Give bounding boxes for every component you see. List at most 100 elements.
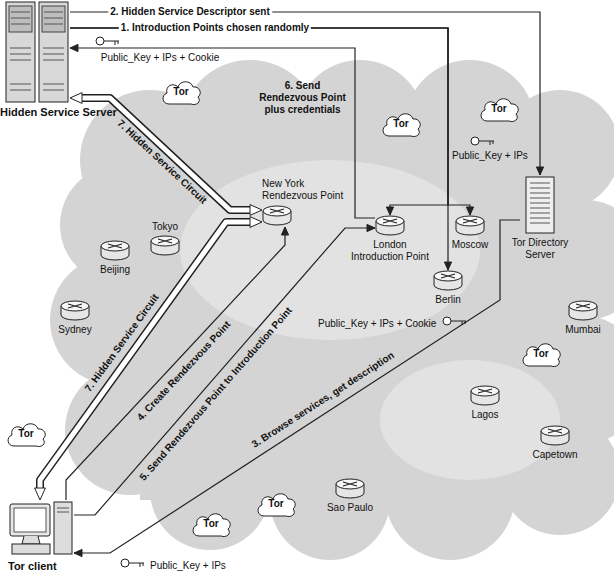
hidden-service-server: Hidden Service Server xyxy=(4,0,70,104)
arrow-line xyxy=(70,48,375,218)
router-node-icon xyxy=(470,385,500,407)
key-label: Public_Key + IPs xyxy=(150,560,226,572)
edge-label: 3. Browse services, get description xyxy=(248,348,398,451)
router-node: New York Rendezvous Point xyxy=(262,205,292,227)
arrow-head xyxy=(70,93,82,104)
tor-cloud: Tor xyxy=(380,110,422,138)
arrow-head xyxy=(466,207,473,215)
router-node-icon xyxy=(150,235,180,257)
edge-label: 7. Hidden Service Circuit xyxy=(81,290,162,396)
edge-label: Public_Key + IPs + Cookie xyxy=(99,52,221,64)
cloud-label: Tor xyxy=(203,518,218,530)
router-node-icon xyxy=(100,240,130,262)
edge-label: 4. Create Rendezvous Point xyxy=(133,317,234,424)
arrow-line xyxy=(70,28,470,215)
directory-server-icon xyxy=(520,175,560,235)
circuit-outline xyxy=(40,222,252,490)
circuit-arrow xyxy=(35,217,262,500)
arrow-head xyxy=(250,217,262,228)
router-node: London Introduction Point xyxy=(375,215,405,237)
router-node: Beijing xyxy=(100,240,130,262)
key-icon xyxy=(471,137,494,145)
router-node-icon xyxy=(375,215,405,237)
arrow-head xyxy=(35,488,46,500)
cloud-region xyxy=(50,60,614,560)
message-arrow xyxy=(74,224,375,515)
node-label: Mumbai xyxy=(565,324,601,336)
edge-label: 1. Introduction Points chosen randomly xyxy=(119,22,311,34)
arrow-head xyxy=(74,549,82,556)
arrow-head xyxy=(70,44,78,51)
node-label: Sao Paulo xyxy=(327,502,373,514)
client-computer-icon xyxy=(8,500,74,558)
arrow-head xyxy=(281,227,288,235)
cloud-label: Tor xyxy=(173,86,188,98)
router-node: Capetown xyxy=(540,425,570,447)
tor-cloud: Tor xyxy=(190,510,232,538)
router-node-icon xyxy=(568,300,598,322)
router-node: Moscow xyxy=(455,215,485,237)
router-node: Tokyo xyxy=(150,235,180,257)
cloud-label: Tor xyxy=(268,498,283,510)
key-icon xyxy=(121,559,144,567)
cloud-label: Tor xyxy=(393,118,408,130)
router-node-icon xyxy=(433,270,463,292)
router-node-icon xyxy=(335,478,365,500)
arrow-head xyxy=(444,262,451,270)
router-node-icon xyxy=(262,205,292,227)
cloud-label: Tor xyxy=(491,103,506,115)
router-node-icon xyxy=(60,300,90,322)
message-arrow xyxy=(70,28,474,215)
node-label: London Introduction Point xyxy=(346,239,434,263)
node-label: Tokyo xyxy=(152,221,178,233)
client-computer: Tor client xyxy=(8,500,74,558)
cloud-label: Tor xyxy=(18,428,33,440)
cloud-label: Tor xyxy=(533,348,548,360)
edge-label: 2. Hidden Service Descriptor sent xyxy=(108,6,272,18)
router-node-icon xyxy=(455,215,485,237)
arrow-line xyxy=(74,220,520,553)
message-arrow xyxy=(74,220,520,557)
node-label: Capetown xyxy=(532,449,577,461)
message-arrow xyxy=(70,28,452,270)
tor-cloud: Tor xyxy=(5,420,47,448)
key-label: Public_Key + IPs xyxy=(452,150,528,162)
key-label: Public_Key + IPs + Cookie xyxy=(318,318,436,330)
tor-cloud: Tor xyxy=(520,340,562,368)
arrow-line xyxy=(70,28,448,270)
message-arrow xyxy=(70,44,375,218)
router-node: Sao Paulo xyxy=(335,478,365,500)
tor-cloud: Tor xyxy=(255,490,297,518)
arrow-head xyxy=(536,167,543,175)
edge-label: 7. Hidden Service Circuit xyxy=(113,116,210,208)
tor-cloud: Tor xyxy=(478,95,520,123)
node-label: Sydney xyxy=(58,324,91,336)
node-label: Lagos xyxy=(471,409,498,421)
router-node: Mumbai xyxy=(568,300,598,322)
node-label: Beijing xyxy=(100,264,130,276)
router-node: Sydney xyxy=(60,300,90,322)
node-label: Hidden Service Server xyxy=(0,106,117,119)
node-label: Tor Directory Server xyxy=(507,237,573,261)
key-icon xyxy=(96,37,119,45)
arrow-head xyxy=(367,224,375,231)
arrow-head xyxy=(250,205,262,216)
message-arrow xyxy=(70,28,448,215)
arrow-line xyxy=(70,28,448,215)
hidden-service-server-icon xyxy=(4,0,70,104)
node-label: Moscow xyxy=(452,239,489,251)
directory-server: Tor Directory Server xyxy=(520,175,560,235)
circuit-body xyxy=(40,222,252,490)
router-node: Lagos xyxy=(470,385,500,407)
router-node-icon xyxy=(540,425,570,447)
arrow-head xyxy=(386,207,393,215)
tor-cloud: Tor xyxy=(160,78,202,106)
arrow-line xyxy=(66,227,285,500)
node-label: Tor client xyxy=(8,560,57,573)
node-label: New York Rendezvous Point xyxy=(262,178,346,202)
step-label: 6. Send Rendezvous Point plus credential… xyxy=(255,80,350,116)
router-node: Berlin xyxy=(433,270,463,292)
arrow-line xyxy=(74,228,375,515)
node-label: Berlin xyxy=(435,294,461,306)
